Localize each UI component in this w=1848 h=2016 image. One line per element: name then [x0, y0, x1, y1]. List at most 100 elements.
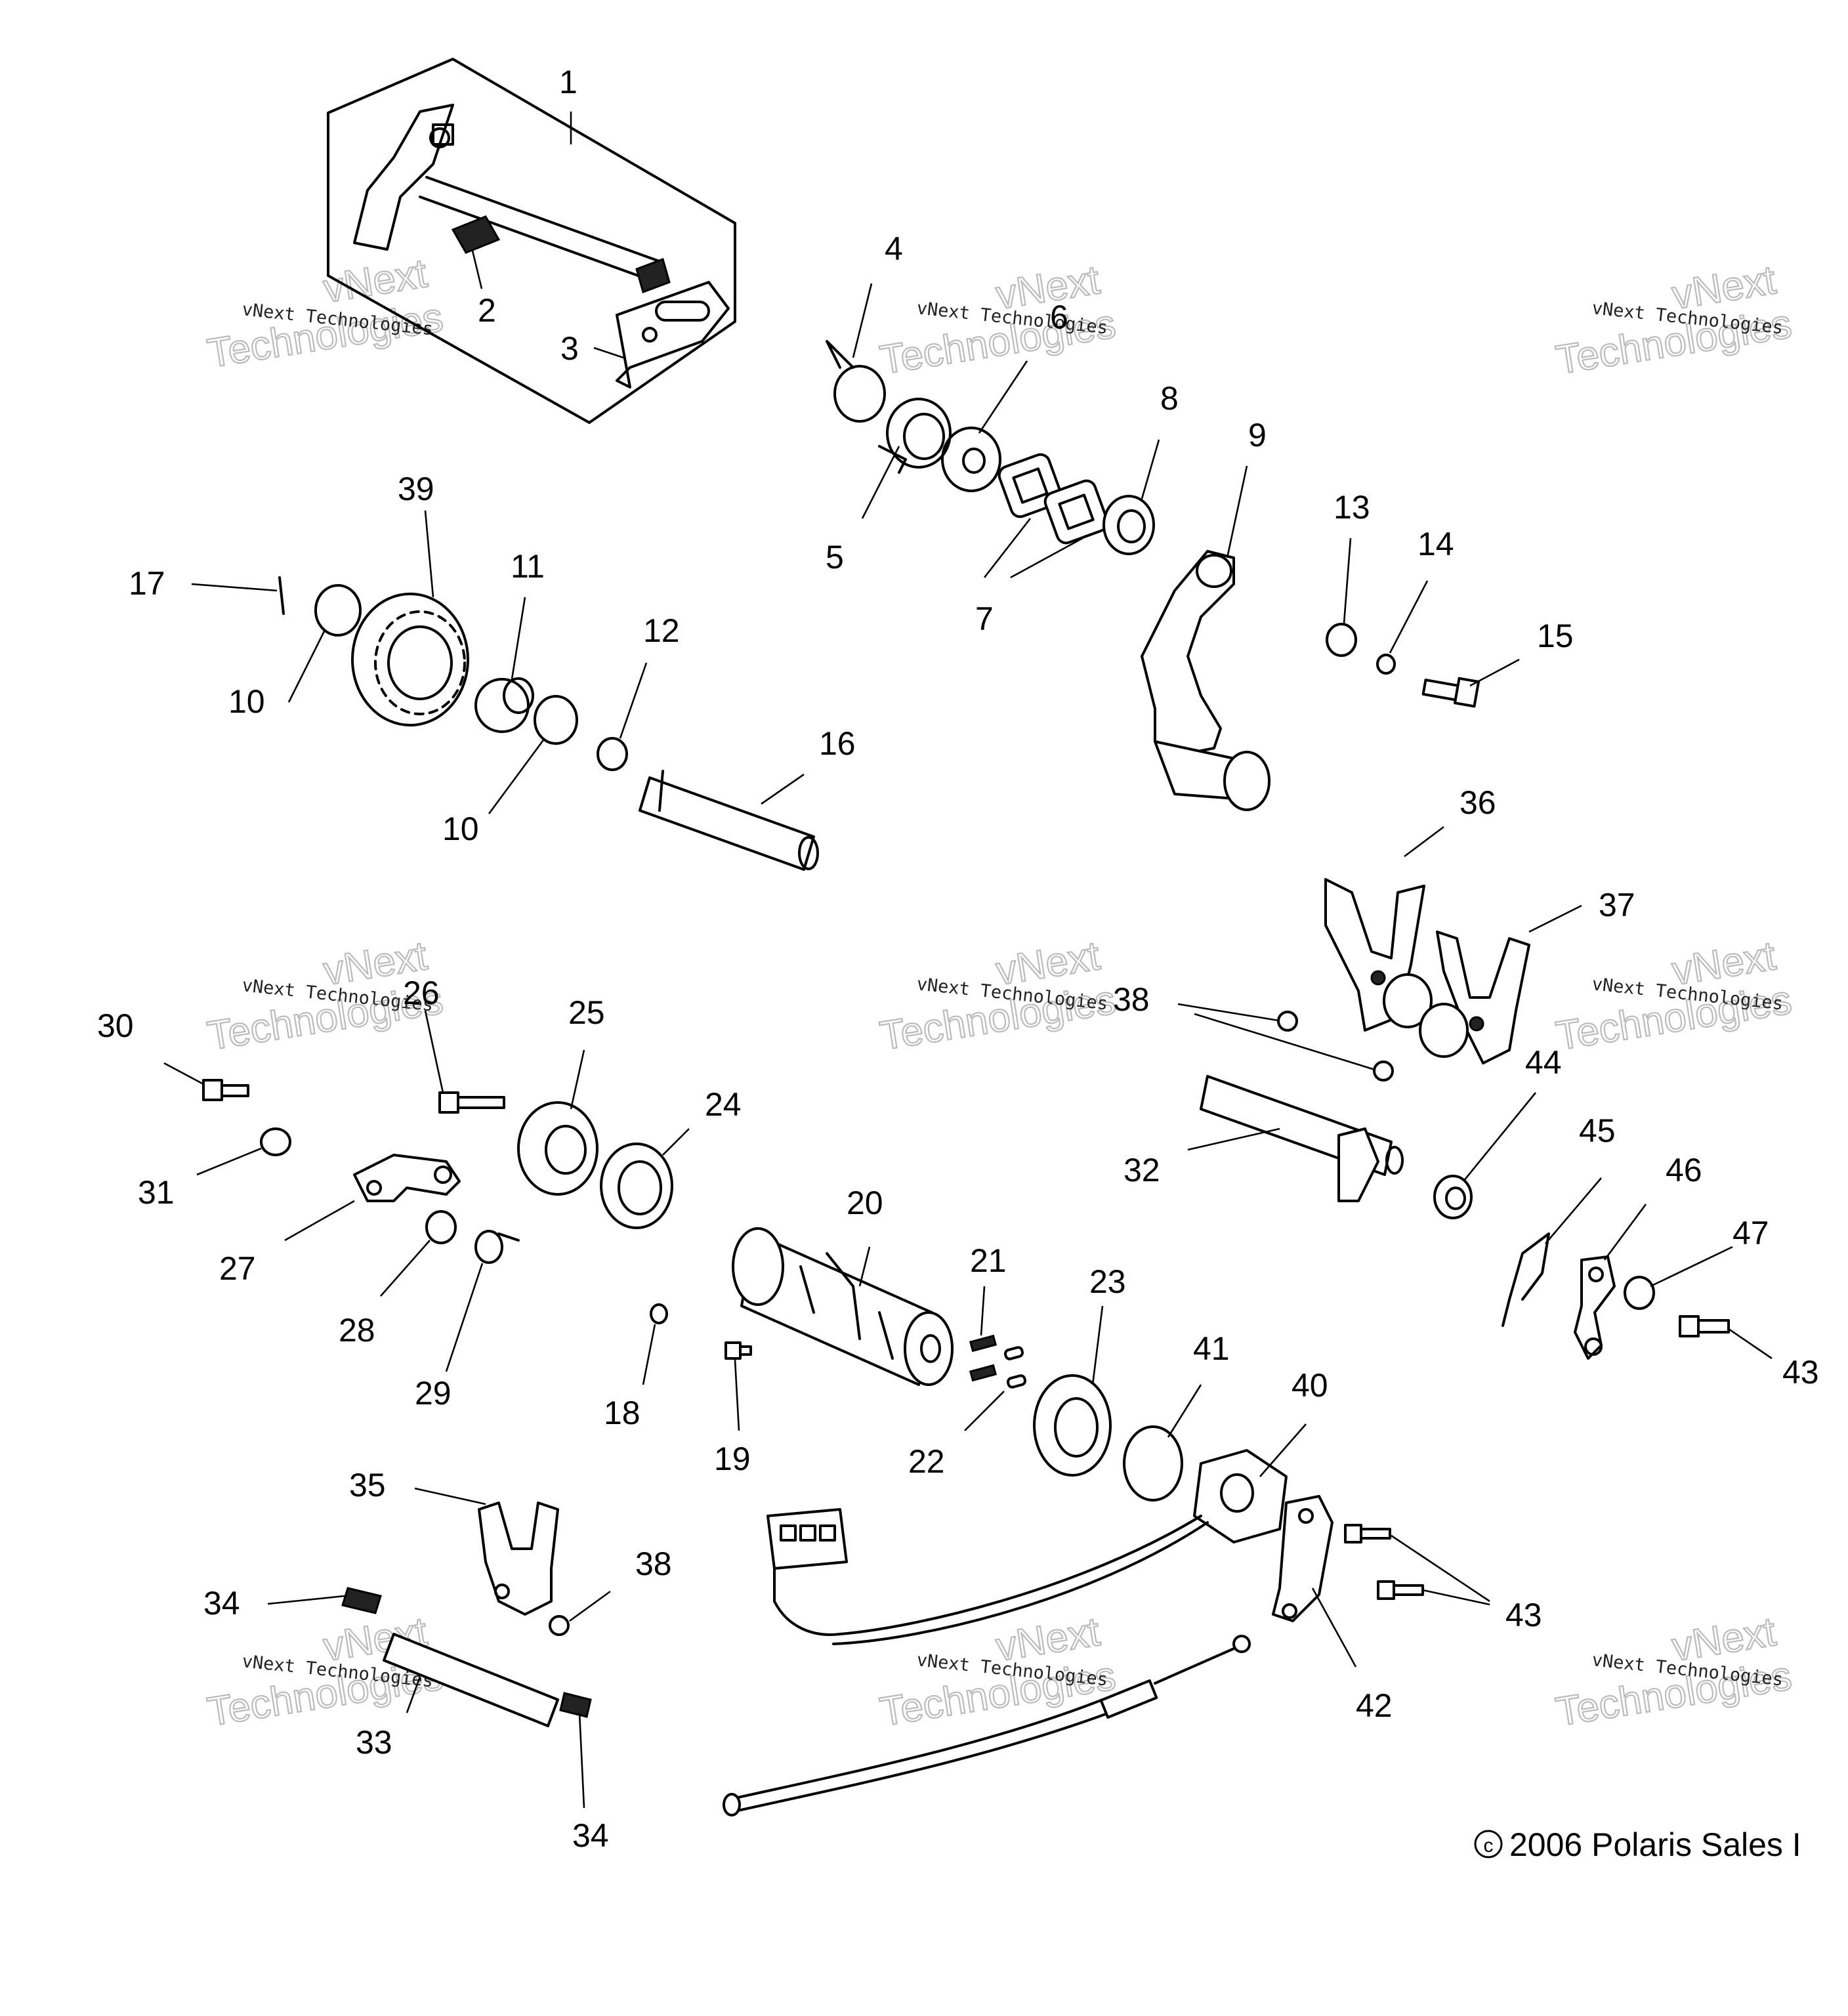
leader-27: [284, 1200, 355, 1242]
part-42-bracket: [1272, 1495, 1334, 1622]
parts: [202, 58, 1730, 1816]
leader-9: [1226, 465, 1248, 558]
callout-34b: 34: [572, 1817, 609, 1854]
washer-inner: [962, 448, 986, 474]
part-38-roller-a: [1277, 1011, 1298, 1032]
callout-20: 20: [847, 1185, 883, 1221]
copyright-text: 2006 Polaris Sales I: [1509, 1826, 1801, 1863]
shift-cable: [723, 1635, 1251, 1816]
drum-bore: [920, 1334, 941, 1363]
leader-10b: [488, 738, 546, 814]
screw-19-shank: [739, 1345, 752, 1356]
bracket-42-hole-b: [1282, 1603, 1297, 1619]
callout-41: 41: [1193, 1330, 1230, 1367]
callout-10b: 10: [442, 810, 479, 847]
fork-shaft-lever: [1337, 1127, 1379, 1202]
part-22-pins: [1003, 1346, 1027, 1389]
leader-35: [414, 1487, 486, 1505]
part-30-bolt: [202, 1079, 249, 1101]
part-33-shaft: [383, 1633, 559, 1727]
bearing-1-inner: [1012, 467, 1049, 504]
part-47-washer: [1624, 1276, 1655, 1310]
leader-32: [1187, 1127, 1280, 1151]
leader-25: [570, 1049, 585, 1110]
callout-23: 23: [1089, 1263, 1126, 1300]
cable-adjuster: [1099, 1679, 1158, 1719]
fork-35-hole: [494, 1584, 510, 1599]
leader-39: [424, 510, 434, 598]
leader-36: [1404, 826, 1444, 858]
part-32-fork-shaft: [1200, 1075, 1404, 1202]
leader-47: [1650, 1246, 1733, 1288]
part-10-washer-top: [314, 584, 362, 637]
bearing-2-inner: [1058, 494, 1095, 530]
part-28-roller: [425, 1210, 457, 1244]
bushing-face: [503, 677, 534, 714]
lever-arm: [1141, 550, 1235, 756]
copyright-icon-letter: c: [1484, 1835, 1494, 1857]
drum-end-right: [904, 1311, 954, 1386]
callout-39: 39: [398, 471, 434, 507]
fork-36-pin: [1370, 970, 1386, 986]
bolt-43c-head: [1377, 1580, 1395, 1600]
cable-sheath-b: [734, 1712, 1110, 1813]
callout-2: 2: [478, 292, 496, 329]
part-40-gear-sensor: [766, 1449, 1288, 1645]
leader-37: [1528, 904, 1582, 933]
bushing-body: [474, 678, 530, 733]
callout-16: 16: [819, 725, 856, 762]
part-44-seal: [1433, 1175, 1473, 1219]
bracket-42-hole-a: [1298, 1508, 1314, 1524]
leader-7a: [983, 518, 1032, 578]
cable-ferrule: [723, 1793, 741, 1816]
leader-18: [642, 1324, 656, 1385]
bolt-30-shank: [220, 1084, 249, 1097]
leader-16: [761, 773, 805, 805]
part-10-washer-bottom: [534, 695, 578, 745]
fork-35-body: [478, 1502, 559, 1616]
part-29-spring: [474, 1230, 520, 1264]
callout-42: 42: [1356, 1687, 1393, 1724]
pin-22-b: [1006, 1374, 1027, 1389]
leader-34b: [578, 1712, 585, 1809]
connector-pin-b: [799, 1524, 816, 1542]
fork-shaft-end: [1385, 1146, 1404, 1175]
spring-coil: [833, 365, 886, 423]
bolt-30-head: [202, 1079, 223, 1101]
leader-43c: [1728, 1328, 1773, 1360]
part-7-bearings: [998, 453, 1109, 545]
shift-arm: [616, 281, 730, 388]
part-35-fork: [478, 1502, 559, 1616]
part-17-pin: [278, 576, 285, 615]
leader-lines: [163, 112, 1773, 1809]
callout-40: 40: [1292, 1367, 1328, 1404]
leader-26: [424, 1010, 444, 1093]
spring-29-arm: [497, 1232, 520, 1242]
spring-45-tang: [1502, 1298, 1511, 1327]
leader-17: [191, 583, 278, 592]
bolt-26-head: [438, 1091, 459, 1114]
leader-8: [1141, 439, 1160, 499]
callout-24: 24: [705, 1086, 742, 1123]
callout-1: 1: [559, 64, 578, 100]
callout-29: 29: [415, 1375, 452, 1412]
sensor-body: [1193, 1449, 1288, 1544]
leader-3: [593, 346, 624, 359]
leader-22: [964, 1391, 1005, 1431]
bracket-42-body: [1272, 1495, 1334, 1622]
callout-21: 21: [970, 1242, 1007, 1279]
part-38-roller-c: [549, 1615, 570, 1636]
assembly-spring: [451, 215, 501, 254]
spring-21-a: [969, 1334, 998, 1353]
leader-15: [1469, 658, 1520, 687]
cam-center: [545, 1125, 587, 1175]
part-12-clip: [597, 737, 628, 771]
leader-44: [1462, 1092, 1537, 1182]
washer-outer: [941, 427, 1001, 492]
callout-4: 4: [885, 230, 903, 267]
callout-37: 37: [1599, 887, 1635, 923]
sensor-wire-a: [773, 1515, 1202, 1636]
leader-5: [861, 446, 900, 519]
callout-27: 27: [219, 1250, 256, 1287]
callout-15: 15: [1537, 618, 1574, 654]
